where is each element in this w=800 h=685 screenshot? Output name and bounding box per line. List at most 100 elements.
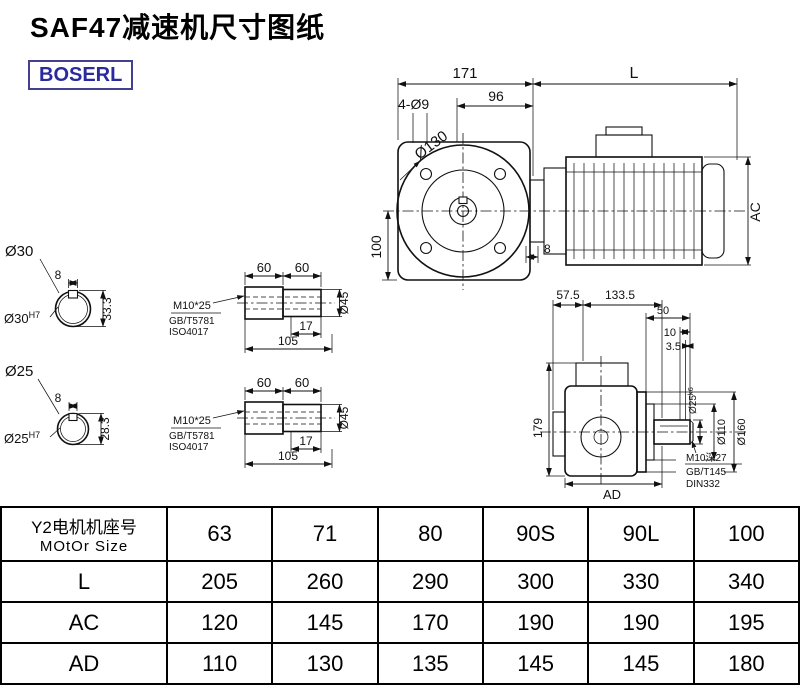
- side-bore-circle: [580, 416, 622, 458]
- table-row-AD: AD 110 130 135 145 145 180: [0, 642, 800, 685]
- screw-iso-label: ISO4017: [169, 327, 209, 338]
- motor-cooling-fins: [566, 163, 702, 259]
- dim-50-label: 50: [657, 305, 669, 317]
- size-col-2: 71: [271, 506, 379, 562]
- motor-size-header-cell: Y2电机机座号 MOtOr Size: [0, 506, 168, 562]
- size-col-1: 63: [165, 506, 274, 562]
- dim-17-label: 17: [299, 434, 313, 448]
- od-label: Ø30: [5, 243, 33, 260]
- bore-tol: H7: [29, 310, 41, 320]
- dia-45-label: Ø45: [337, 406, 351, 429]
- bore-inner-circle: [58, 294, 88, 324]
- side-center-hole: [593, 429, 609, 445]
- table-cell: 300: [481, 560, 590, 603]
- front-view: 171 L 96 4-Ø9 Ø130 100 AC 8: [368, 65, 763, 290]
- screw-label: M10*25: [173, 415, 211, 427]
- dim-133-5-label: 133.5: [605, 288, 635, 302]
- table-header-row: Y2电机机座号 MOtOr Size 63 71 80 90S 90L 100: [0, 506, 800, 562]
- table-cell: 205: [165, 560, 274, 603]
- dimension-table: Y2电机机座号 MOtOr Size 63 71 80 90S 90L 100 …: [0, 506, 800, 685]
- bolt-holes-label: 4-Ø9: [398, 96, 429, 112]
- key-depth-label: 33.3: [100, 297, 114, 321]
- tap-label: M10深27: [686, 452, 727, 464]
- dia-110-label: Ø110: [716, 419, 728, 445]
- table-cell: 190: [587, 601, 695, 644]
- bolt-hole: [493, 167, 507, 181]
- bore-section-25: 8 28.3 Ø25 Ø25H7: [4, 363, 112, 446]
- dim-60-label: 60: [295, 375, 309, 390]
- size-col-5: 90L: [587, 506, 695, 562]
- screw-label: M10*25: [173, 300, 211, 312]
- table-cell: 130: [271, 642, 379, 685]
- table-cell: 260: [271, 560, 379, 603]
- top-cap: [575, 362, 629, 387]
- table-row-AC: AC 120 145 170 190 190 195: [0, 601, 800, 644]
- table-cell: 145: [587, 642, 695, 685]
- dia-45-label: Ø45: [337, 291, 351, 314]
- center-hole: [456, 204, 470, 218]
- dim-105-label: 105: [278, 449, 298, 463]
- bolt-hole: [419, 241, 433, 255]
- keyway-slot: [67, 289, 79, 299]
- output-shaft: [653, 419, 691, 445]
- dim-60-label: 60: [257, 375, 271, 390]
- bolt-hole: [493, 241, 507, 255]
- dim-3-5-label: 3.5: [666, 341, 681, 353]
- tap-din-label: DIN332: [686, 479, 720, 490]
- screw-std-label: GB/T5781: [169, 316, 215, 327]
- keyway-notch: [458, 196, 468, 205]
- table-cell: 330: [587, 560, 695, 603]
- side-view: 57.5 133.5 50 10 3.5 Ø25k6 Ø110: [531, 288, 748, 502]
- bore-tol: H7: [29, 430, 41, 440]
- hub-circle: [421, 169, 505, 253]
- bore-section-30: 8 33.3 Ø30 Ø30H7: [4, 243, 114, 328]
- motor-size-label-cn: Y2电机机座号: [31, 518, 137, 537]
- page-title: SAF47减速机尺寸图纸: [30, 12, 326, 43]
- dim-105-label: 105: [278, 334, 298, 348]
- flange-dia-label: Ø130: [412, 128, 452, 164]
- terminal-box: [595, 134, 653, 158]
- dim-179-label: 179: [531, 418, 545, 438]
- bolt-hole: [419, 167, 433, 181]
- terminal-box-lid: [605, 126, 643, 136]
- dim-AC-label: AC: [747, 202, 763, 221]
- table-cell: 110: [165, 642, 274, 685]
- od-label: Ø25: [5, 363, 33, 380]
- row-label: L: [0, 560, 168, 603]
- dim-L-label: L: [630, 65, 639, 82]
- bore-tolerance-label: Ø25H7: [4, 430, 40, 446]
- hollow-shaft-upper: 60 60 17 105 Ø45 M10*25 GB/T5781 ISO4017: [169, 260, 351, 353]
- table-cell: 170: [376, 601, 484, 644]
- bore-tolerance-label: Ø30H7: [4, 310, 40, 326]
- table-cell: 145: [481, 642, 590, 685]
- table-cell: 190: [481, 601, 590, 644]
- dim-100-label: 100: [368, 235, 384, 259]
- size-col-3: 80: [376, 506, 484, 562]
- shaft-dia-label: Ø25k6: [686, 387, 699, 414]
- screw-iso-label: ISO4017: [169, 442, 209, 453]
- key-width-label: 8: [55, 391, 62, 405]
- size-col-6: 100: [692, 506, 800, 562]
- rear-boss: [552, 411, 566, 457]
- bore-dia: Ø30: [4, 311, 29, 326]
- row-label: AC: [0, 601, 168, 644]
- table-cell: 145: [271, 601, 379, 644]
- screw-std-label: GB/T5781: [169, 431, 215, 442]
- key-depth-label: 28.3: [98, 417, 112, 441]
- dim-60-label: 60: [257, 260, 271, 275]
- row-label: AD: [0, 642, 168, 685]
- dim-10-label: 10: [664, 327, 676, 339]
- table-cell: 135: [376, 642, 484, 685]
- side-view-dimensions: 57.5 133.5 50 10 3.5 Ø25k6 Ø110: [531, 288, 748, 502]
- size-col-4: 90S: [481, 506, 590, 562]
- brand-logo: BOSERL: [28, 60, 134, 90]
- dim-96-label: 96: [488, 88, 504, 104]
- table-cell: 290: [376, 560, 484, 603]
- keyway-slot: [68, 412, 78, 422]
- dim-57-5-label: 57.5: [556, 288, 580, 302]
- fan-cover: [701, 163, 725, 259]
- table-cell: 120: [165, 601, 274, 644]
- motor-size-label-en: MOtOr Size: [39, 538, 129, 555]
- front-view-dimensions: 171 L 96 4-Ø9 Ø130 100 AC 8: [368, 65, 763, 281]
- bore-dia: Ø25: [4, 431, 29, 446]
